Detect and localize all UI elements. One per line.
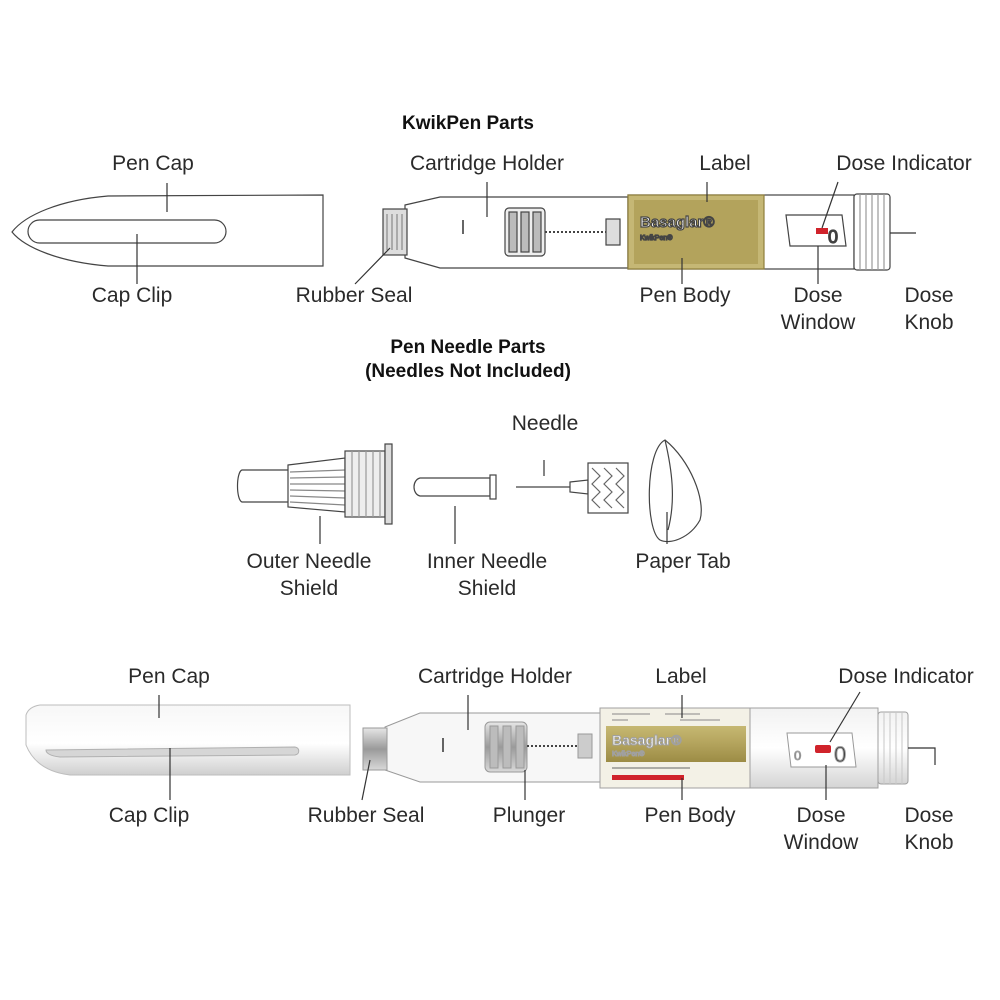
bottom-dial-digit: 0 [834, 742, 846, 767]
bottom-label-pen-body: Pen Body [644, 804, 736, 827]
paper-tab [648, 439, 702, 543]
top-brand-subtext: KwikPen® [640, 234, 673, 242]
top-dose-indicator [816, 228, 828, 234]
heading-pen-needle-parts: Pen Needle Parts (Needles Not Included) [365, 337, 571, 382]
bottom-label-rubber-seal: Rubber Seal [307, 804, 425, 827]
bottom-cartridge-holder [362, 712, 601, 783]
top-brand-text: Basaglar® [640, 214, 714, 231]
bottom-label-label: Label [655, 665, 707, 688]
top-pen-cap [11, 194, 324, 267]
bottom-leader-lines [158, 691, 936, 801]
top-label-cap-clip: Cap Clip [91, 284, 173, 307]
bottom-brand-subtext: KwikPen® [612, 750, 645, 758]
bottom-dose-indicator [815, 745, 831, 753]
heading-kwikpen-parts: KwikPen Parts [402, 113, 534, 134]
top-label-pen-body: Pen Body [639, 284, 731, 307]
top-label-dose-window: Dose Window [780, 284, 856, 334]
needle-label-paper-tab: Paper Tab [635, 550, 731, 573]
bottom-label-dose-knob: Dose Knob [904, 804, 954, 854]
needle-label-outer-shield: Outer Needle Shield [246, 550, 372, 600]
top-pen-body: Basaglar® KwikPen® 0 [627, 194, 855, 270]
top-cartridge-holder [382, 196, 629, 269]
top-label-pen-cap: Pen Cap [112, 152, 194, 175]
bottom-dial-digit-small: 0 [794, 748, 801, 763]
bottom-pen-cap [25, 704, 351, 776]
needle-leader-lines [319, 460, 668, 544]
top-label-label: Label [699, 152, 751, 175]
bottom-label-dose-indicator: Dose Indicator [838, 665, 974, 688]
top-cap-clip [27, 219, 227, 244]
top-label-dose-knob: Dose Knob [904, 284, 954, 334]
bottom-label-pen-cap: Pen Cap [128, 665, 210, 688]
needle-part [516, 462, 629, 514]
bottom-label-plunger: Plunger [492, 804, 566, 827]
bottom-cap-clip [45, 746, 300, 758]
top-dose-knob [853, 193, 891, 271]
bottom-label-cap-clip: Cap Clip [108, 804, 190, 827]
bottom-dose-knob [877, 711, 909, 785]
bottom-brand-text: Basaglar® [612, 732, 682, 748]
bottom-label-dose-window: Dose Window [783, 804, 859, 854]
bottom-label-cartridge-holder: Cartridge Holder [417, 665, 573, 688]
bottom-pen-body: Basaglar® KwikPen® 0 0 [599, 707, 879, 789]
inner-needle-shield [413, 474, 497, 500]
top-leader-lines [136, 181, 916, 285]
top-label-cartridge-holder: Cartridge Holder [409, 152, 565, 175]
needle-label-inner-shield: Inner Needle Shield [426, 550, 548, 600]
top-label-rubber-seal: Rubber Seal [295, 284, 413, 307]
top-dial-digit: 0 [828, 227, 838, 247]
top-label-dose-indicator: Dose Indicator [836, 152, 972, 175]
outer-needle-shield [236, 443, 393, 525]
bottom-rubber-seal [362, 727, 388, 771]
needle-label-needle: Needle [511, 412, 579, 435]
